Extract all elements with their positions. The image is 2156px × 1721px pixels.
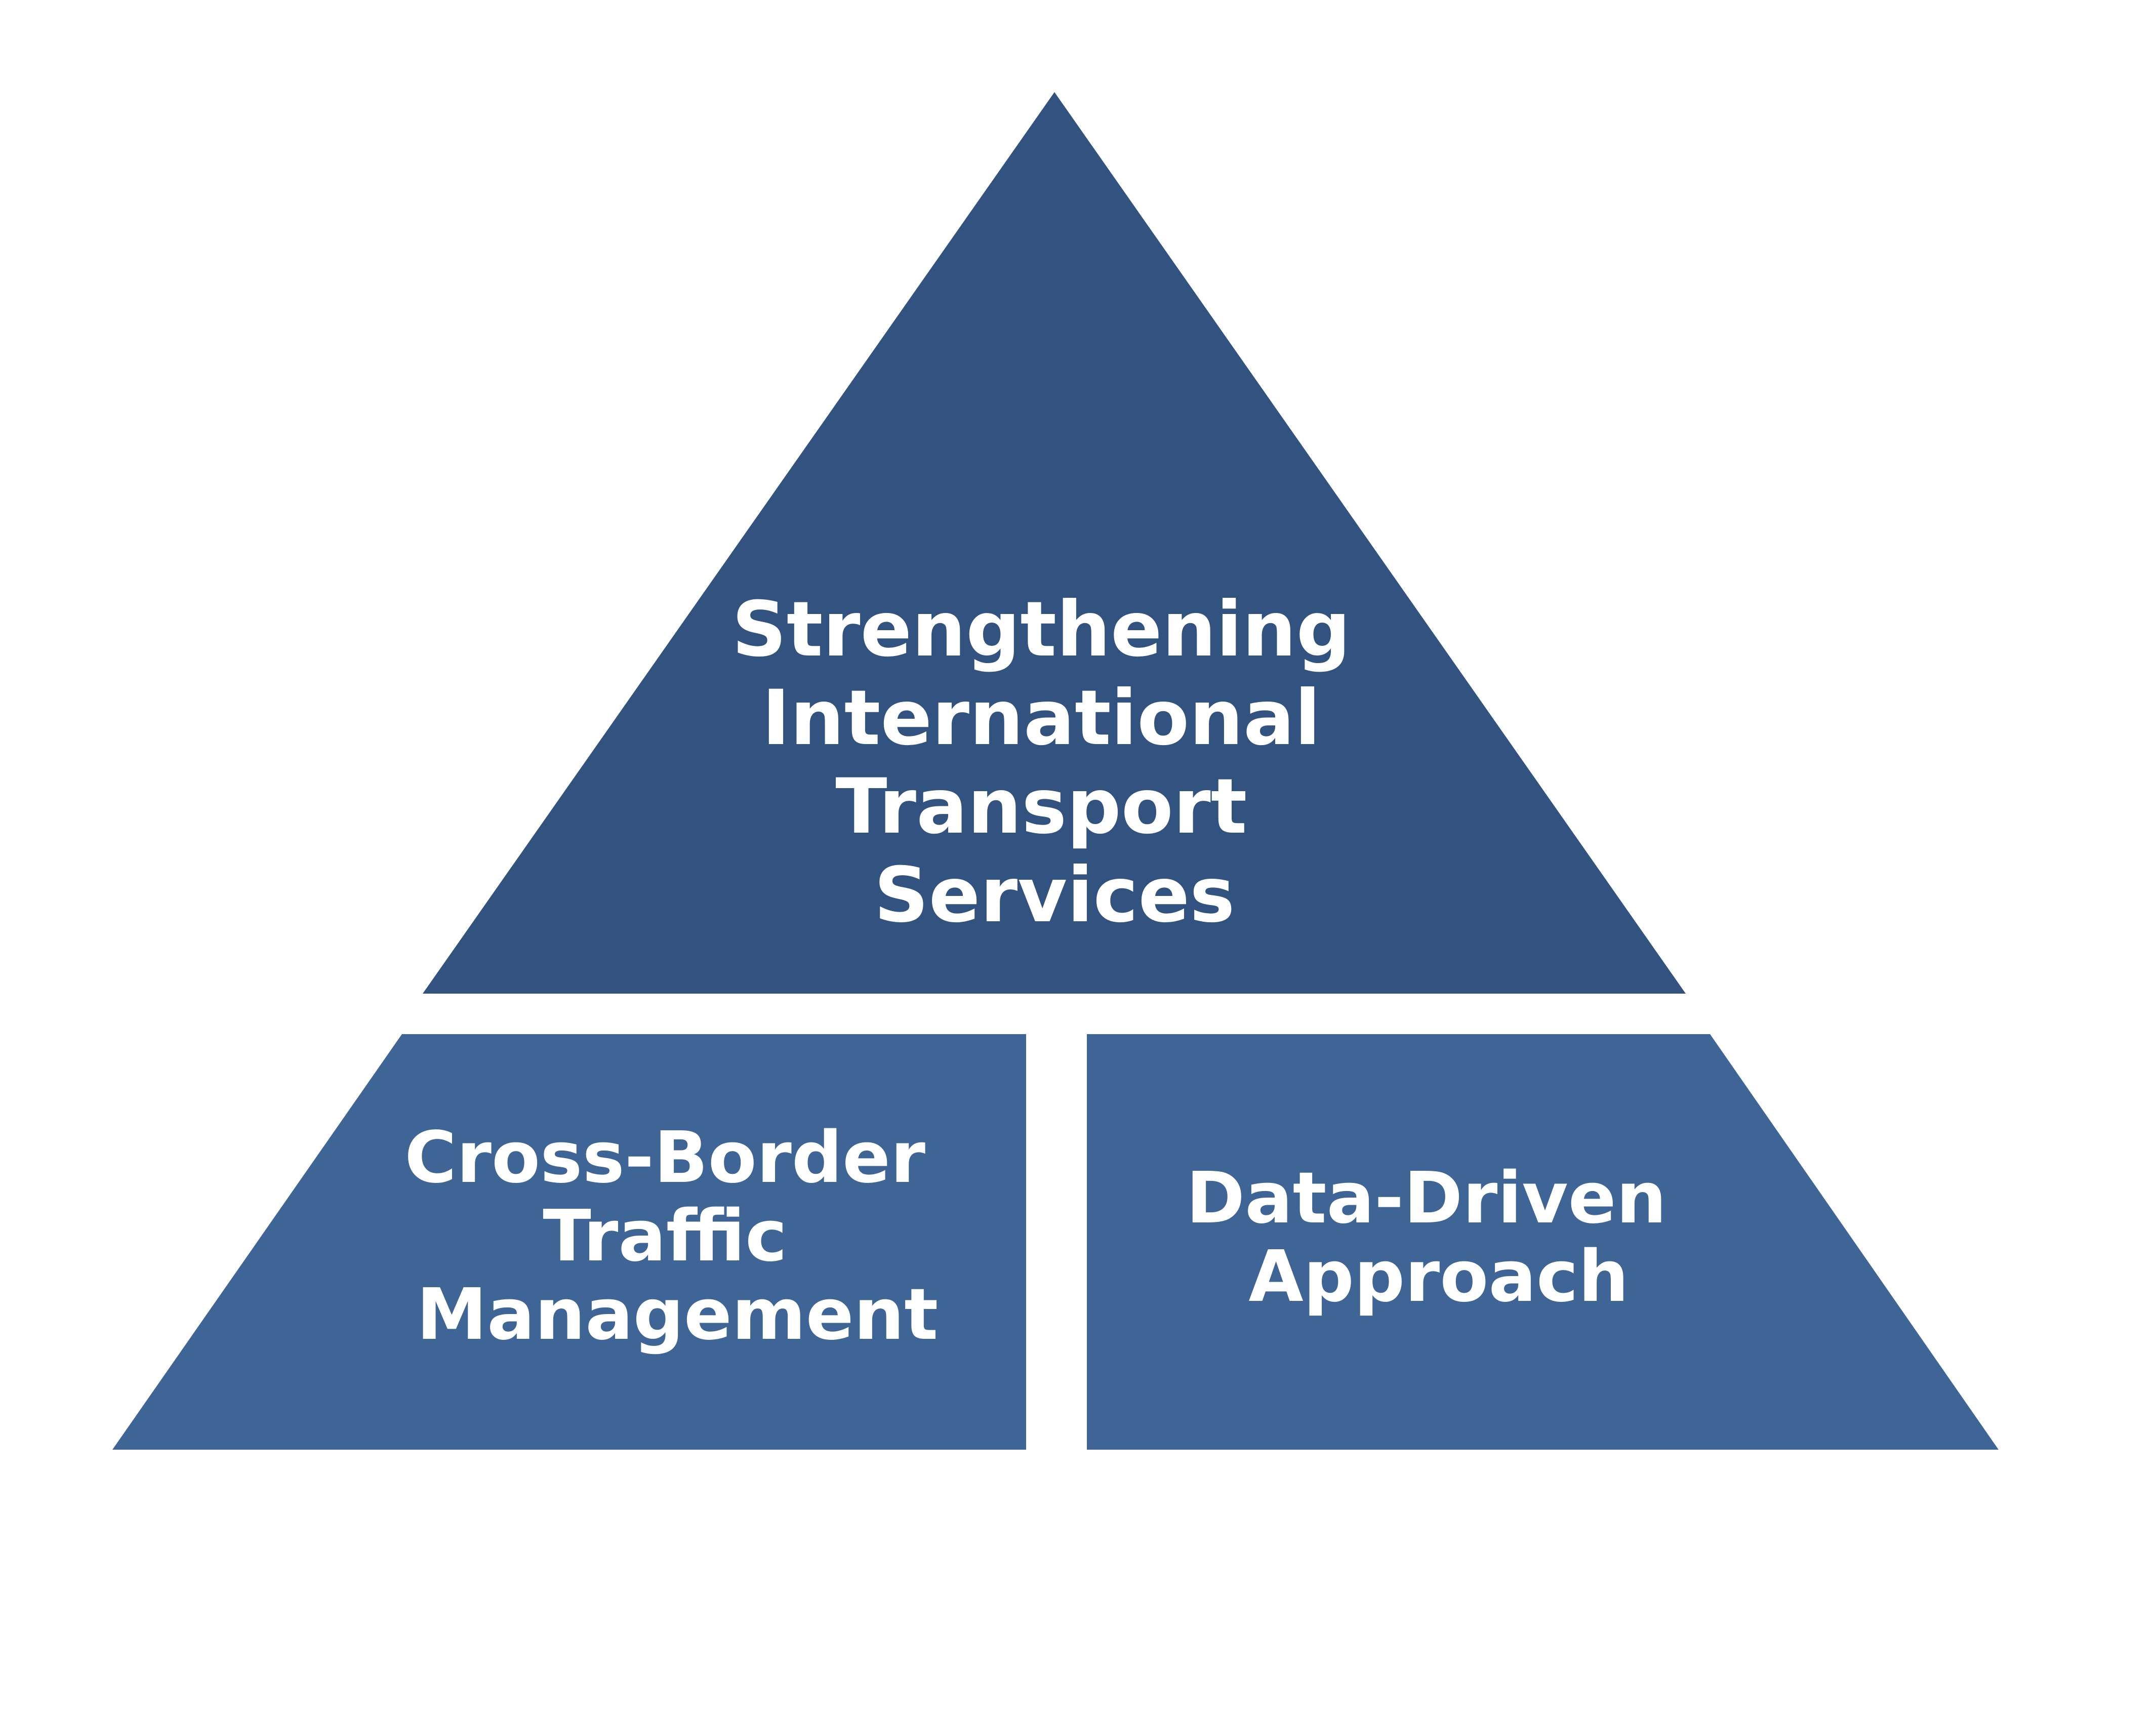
bottom-right-label-line-1: Data-Driven	[1186, 1157, 1666, 1240]
pyramid-bottom-right-block	[1087, 1034, 1999, 1450]
bottom-left-label-line-3: Management	[417, 1274, 939, 1356]
top-label-line-2: International	[762, 674, 1321, 762]
pyramid-top-triangle	[423, 92, 1686, 994]
top-label: Strengthening International Transport Se…	[732, 586, 1377, 939]
top-label-line-4: Services	[874, 851, 1235, 939]
top-label-line-1: Strengthening	[732, 586, 1351, 674]
bottom-left-label: Cross-Border Traffic Management	[404, 1117, 950, 1356]
bottom-left-label-line-2: Traffic	[543, 1195, 787, 1278]
top-label-line-3: Transport	[835, 763, 1247, 851]
bottom-left-label-line-1: Cross-Border	[404, 1117, 925, 1199]
pyramid-bottom-left-block	[112, 1034, 1026, 1450]
bottom-right-label-line-2: Approach	[1248, 1236, 1629, 1318]
bottom-right-label: Data-Driven Approach	[1186, 1157, 1691, 1318]
